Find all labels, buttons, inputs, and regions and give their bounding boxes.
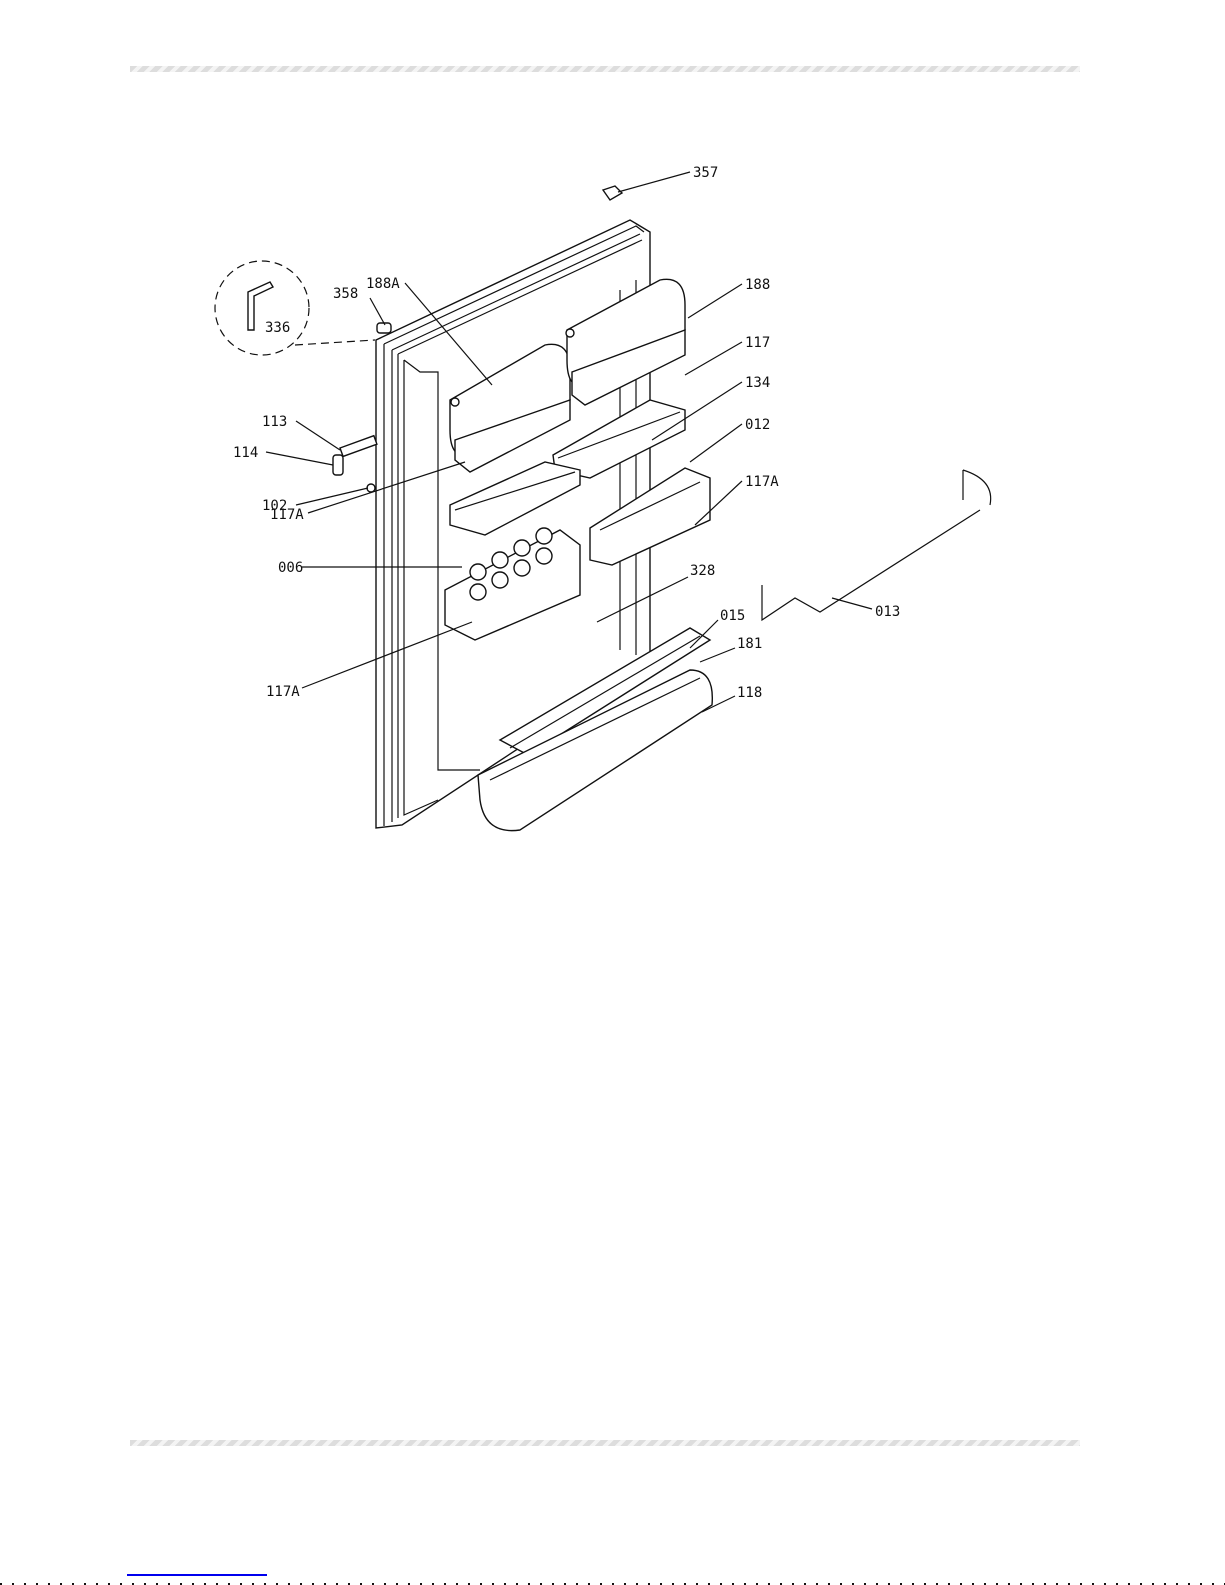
bin-188A — [449, 343, 571, 473]
label-181: 181 — [737, 636, 762, 652]
leader-lines — [265, 171, 873, 713]
label-118: 118 — [737, 685, 762, 701]
part-358 — [376, 322, 392, 334]
label-013: 013 — [875, 604, 900, 620]
label-012: 012 — [745, 417, 770, 433]
label-117A-left-upper: 117A — [270, 507, 304, 523]
part-336 — [247, 281, 274, 331]
bottle-bin-118 — [477, 669, 714, 832]
part-102 — [366, 483, 376, 493]
label-336: 336 — [265, 320, 290, 336]
part-114 — [332, 454, 344, 476]
label-358: 358 — [333, 286, 358, 302]
gasket-013 — [761, 509, 981, 622]
label-117A-left-lower: 117A — [266, 684, 300, 700]
shelf-117A-right — [589, 467, 711, 566]
label-015: 015 — [720, 608, 745, 624]
page-edge — [0, 1583, 1225, 1585]
bin-188 — [565, 278, 686, 406]
label-117: 117 — [745, 335, 770, 351]
bottom-divider — [130, 1440, 1080, 1446]
label-114: 114 — [233, 445, 258, 461]
label-328: 328 — [690, 563, 715, 579]
link-underline[interactable] — [127, 1574, 267, 1576]
part-113 — [339, 434, 378, 458]
label-188: 188 — [745, 277, 770, 293]
label-113: 113 — [262, 414, 287, 430]
shelf-117A-upper-left — [449, 461, 581, 536]
detail-circle — [214, 260, 310, 356]
egg-tray-006 — [444, 527, 581, 641]
label-357: 357 — [693, 165, 718, 181]
label-134: 134 — [745, 375, 770, 391]
label-102: 102 — [262, 498, 287, 514]
label-006: 006 — [278, 560, 303, 576]
label-117A-right: 117A — [745, 474, 779, 490]
bottle-rack-015 — [498, 627, 712, 756]
label-188A: 188A — [366, 276, 400, 292]
top-divider — [130, 66, 1080, 72]
part-357 — [601, 185, 624, 201]
